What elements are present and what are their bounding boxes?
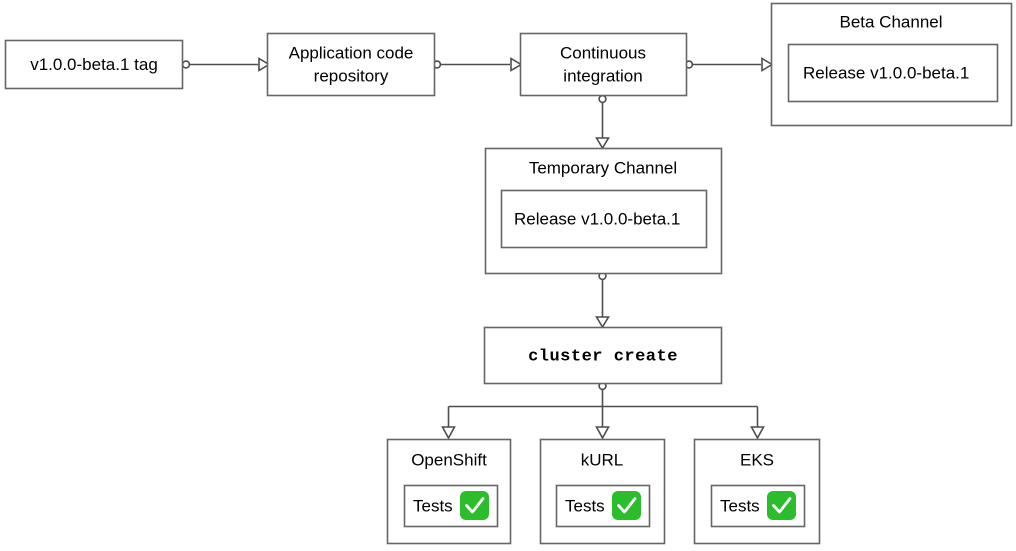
node-kurl[interactable]: kURL Tests: [539, 438, 666, 545]
node-tag-label: v1.0.0-beta.1 tag: [30, 55, 158, 74]
beta-channel-release-label: Release v1.0.0-beta.1: [803, 63, 969, 82]
node-tag[interactable]: v1.0.0-beta.1 tag: [4, 39, 184, 90]
eks-tests-label: Tests: [720, 496, 760, 515]
node-repo-label-line2: repository: [314, 66, 389, 85]
node-cluster-create-label: cluster create: [528, 347, 678, 366]
node-beta-channel[interactable]: Beta Channel Release v1.0.0-beta.1: [770, 2, 1013, 127]
edge-temporary-channel-to-cluster-create: [595, 271, 610, 329]
node-continuous-integration[interactable]: Continuous integration: [519, 32, 688, 97]
check-mark-button-icon: [767, 491, 796, 520]
kurl-tests-label: Tests: [565, 496, 605, 515]
openshift-title: OpenShift: [411, 450, 487, 469]
beta-channel-release-box[interactable]: Release v1.0.0-beta.1: [787, 43, 999, 103]
node-application-code-repository[interactable]: Application code repository: [266, 32, 436, 97]
eks-title: EKS: [740, 450, 774, 469]
node-eks[interactable]: EKS Tests: [693, 438, 821, 545]
edge-repo-to-ci: [432, 57, 523, 72]
eks-tests-box[interactable]: Tests: [710, 484, 806, 528]
node-cluster-create[interactable]: cluster create: [483, 326, 723, 385]
edge-ci-to-beta-channel: [684, 57, 774, 72]
node-openshift[interactable]: OpenShift Tests: [386, 438, 512, 545]
kurl-tests-box[interactable]: Tests: [555, 484, 651, 528]
edge-cluster-create-fanout: [441, 381, 765, 440]
check-mark-button-icon: [460, 491, 489, 520]
node-ci-label-line1: Continuous: [560, 43, 646, 62]
temporary-channel-release-box[interactable]: Release v1.0.0-beta.1: [500, 189, 708, 249]
temporary-channel-release-label: Release v1.0.0-beta.1: [514, 209, 680, 228]
node-temporary-channel[interactable]: Temporary Channel Release v1.0.0-beta.1: [484, 147, 723, 275]
check-mark-button-icon: [612, 491, 641, 520]
temporary-channel-title: Temporary Channel: [529, 158, 677, 177]
openshift-tests-box[interactable]: Tests: [403, 484, 499, 528]
edge-ci-to-temporary-channel: [595, 94, 610, 150]
beta-channel-title: Beta Channel: [839, 12, 942, 31]
edge-tag-to-repo: [181, 57, 271, 72]
openshift-tests-label: Tests: [413, 496, 453, 515]
node-repo-label-line1: Application code: [289, 43, 414, 62]
node-ci-label-line2: integration: [563, 66, 642, 85]
kurl-title: kURL: [581, 450, 624, 469]
